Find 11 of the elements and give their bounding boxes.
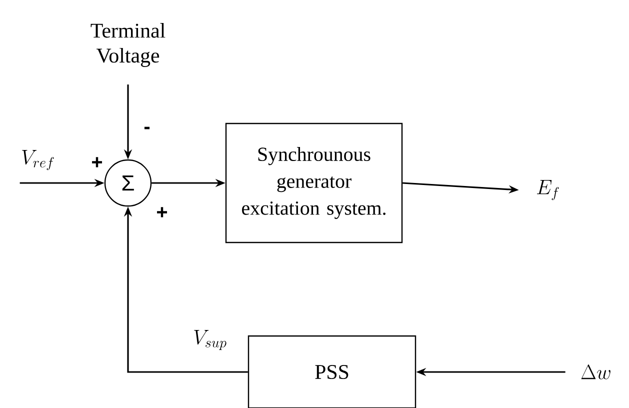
sign-label: - [144, 126, 150, 130]
output-label: $E_f$ [537, 180, 559, 200]
block-box: PSS [248, 335, 416, 408]
block-box: Synchrounous generator excitation system. [225, 122, 403, 244]
input-label: $\Delta w$ [581, 364, 610, 380]
summing-junction: Σ [104, 159, 152, 207]
sign-label: + [157, 207, 168, 218]
input-label: Terminal Voltage [90, 23, 166, 67]
input-label: $V_{ref}$ [22, 150, 54, 170]
edge-label: $V_{sup}$ [194, 330, 226, 350]
sign-label: + [92, 157, 102, 168]
